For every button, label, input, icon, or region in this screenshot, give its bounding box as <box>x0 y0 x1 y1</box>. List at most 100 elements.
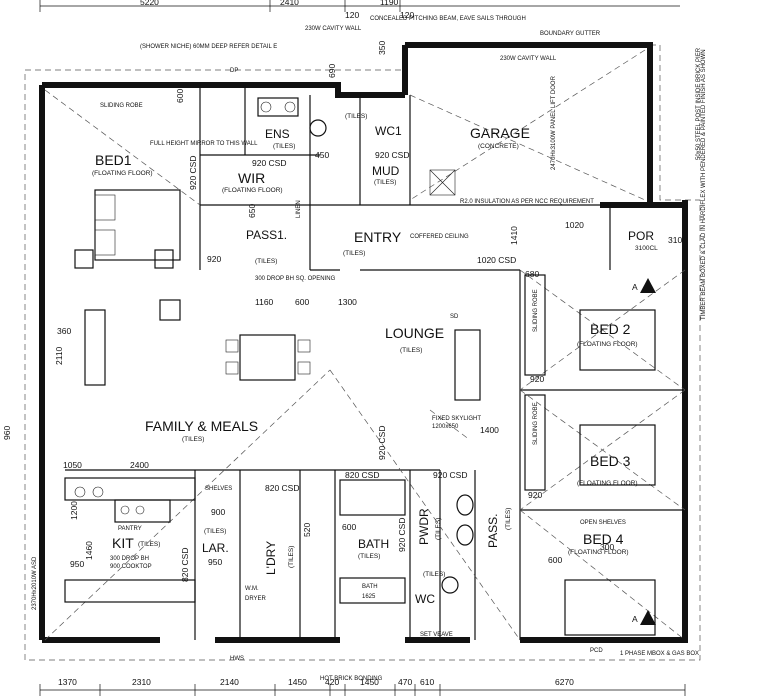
dim-300: 300 <box>600 542 614 552</box>
dim-1160: 1160 <box>255 297 274 307</box>
dim-680: 680 <box>525 269 539 279</box>
room-wir-sub: (FLOATING FLOOR) <box>222 187 283 194</box>
room-pass1: PASS1. <box>246 228 287 242</box>
room-mud-sub: (TILES) <box>374 179 396 186</box>
dim-600a: 600 <box>175 89 185 103</box>
bottom-dimensions: 1370 2310 2140 1450 420 1450 470 610 627… <box>39 677 686 696</box>
bath-tub-size: 1625 <box>362 594 376 600</box>
skylight-label: FIXED SKYLIGHT <box>432 416 481 422</box>
room-bed2: BED 2 <box>590 321 631 337</box>
note-coffered: COFFERED CEILING <box>410 234 469 240</box>
section-marker-a-bottom <box>640 610 656 625</box>
family-furniture <box>84 299 481 401</box>
top-dimensions: 5220 2410 120 1190 120 <box>39 0 680 20</box>
sliding-robe-bed3: SLIDING ROBE <box>533 402 539 445</box>
room-ldry: L'DRY <box>264 541 278 575</box>
dim-950a: 950 <box>70 559 84 569</box>
note-cooktop: 900 COOKTOP <box>110 564 152 570</box>
dim-bottom-9: 6270 <box>555 677 574 687</box>
room-ldry-sub: (TILES) <box>288 546 295 568</box>
dim-950b: 950 <box>208 557 222 567</box>
ceiling-lines <box>44 49 686 641</box>
bath-fixtures <box>257 97 474 604</box>
dim-top-4: 1190 <box>380 0 399 7</box>
dim-920csd-c: 920 CSD <box>188 156 198 191</box>
dim-920c: 920 <box>528 490 542 500</box>
note-hot-brick: HOT BRICK BONDING <box>320 676 383 682</box>
room-wc2-sub: (TILES) <box>423 571 445 578</box>
room-family: FAMILY & MEALS <box>145 418 258 434</box>
dim-600b: 600 <box>295 297 309 307</box>
open-shelves-label: OPEN SHELVES <box>580 520 626 526</box>
dim-310: 310 <box>668 235 682 245</box>
room-bed1: BED1 <box>95 152 132 168</box>
room-ens: ENS <box>265 127 290 141</box>
dim-920b: 920 <box>530 374 544 384</box>
dim-600d: 600 <box>548 555 562 565</box>
section-label-a2: A <box>632 614 638 624</box>
dim-520: 520 <box>302 523 312 537</box>
note-steel-post: 50x50 STEEL POST INSIDE BRICK PIER <box>696 47 702 160</box>
garage-car-outline <box>429 169 456 196</box>
dim-top-2: 2410 <box>280 0 299 7</box>
note-hws: HWS <box>230 656 244 662</box>
dim-1400: 1400 <box>480 425 499 435</box>
skylight-size: 1200x650 <box>432 424 459 430</box>
room-entry: ENTRY <box>354 229 402 245</box>
pcd-label: PCD <box>590 648 603 654</box>
sliding-robe-bed2: SLIDING ROBE <box>533 289 539 332</box>
section-marker-a-top <box>640 278 656 293</box>
eave-line <box>24 44 701 661</box>
sliding-robe-bed1: SLIDING ROBE <box>100 103 143 109</box>
room-garage: GARAGE <box>470 125 530 141</box>
dim-920a: 920 <box>207 254 221 264</box>
room-bed4-sub: (FLOATING FLOOR) <box>568 549 629 556</box>
dim-1300: 1300 <box>338 297 357 307</box>
dim-top-1: 5220 <box>140 0 159 7</box>
dim-1460: 1460 <box>84 541 94 560</box>
bedroom-furniture <box>524 274 656 636</box>
dim-360: 360 <box>57 326 71 336</box>
dim-bottom-3: 2140 <box>220 677 239 687</box>
section-label-a: A <box>632 282 638 292</box>
room-bed3-sub: (FLOATING FLOOR) <box>577 480 638 487</box>
dim-1410: 1410 <box>509 226 519 245</box>
room-ens-sub: (TILES) <box>273 143 295 150</box>
dryer-label: DRYER <box>245 596 267 602</box>
mbox-label: 1 PHASE MBOX & GAS BOX <box>620 651 699 657</box>
kitchen-fixtures <box>64 477 196 603</box>
dim-960: 960 <box>2 426 12 440</box>
dim-920csd-d: 920 CSD <box>377 426 387 461</box>
room-entry-sub: (TILES) <box>343 250 365 257</box>
room-lar-sub: (TILES) <box>204 528 226 535</box>
bed1-furniture <box>74 189 181 269</box>
dim-350: 350 <box>377 41 387 55</box>
room-bed4: BED 4 <box>583 531 624 547</box>
dim-2110: 2110 <box>54 346 64 365</box>
dim-920csd-b: 920 CSD <box>375 150 410 160</box>
shelves-label: SHELVES <box>205 486 232 492</box>
note-cavity-garage: 230W CAVITY WALL <box>500 56 557 62</box>
dim-bottom-7: 470 <box>398 677 412 687</box>
room-pass2-sub: (TILES) <box>505 508 512 530</box>
dim-820csd-b: 820 CSD <box>180 548 190 583</box>
room-kit: KIT <box>112 535 134 551</box>
room-mud: MUD <box>372 164 400 178</box>
note-panel-door: 2470Hx3100W PANEL LIFT DOOR <box>551 75 557 170</box>
fixture-labels: SLIDING ROBE SLIDING ROBE SLIDING ROBE O… <box>100 103 699 657</box>
note-shower-niche: (SHOWER NICHE) 60MM DEEP REFER DETAIL E <box>140 44 277 50</box>
inner-dimensions: 600 690 350 920 CSD 920 CSD 920 CSD 920 … <box>2 41 682 610</box>
dim-920csd-e: 920 CSD <box>433 470 468 480</box>
pantry-label: PANTRY <box>118 526 142 532</box>
dim-window: 2370Hx2010W ASD <box>32 556 38 610</box>
note-insulation: R2.0 INSULATION AS PER NCC REQUIREMENT <box>460 199 594 205</box>
dim-820csd-a: 820 CSD <box>265 483 300 493</box>
note-set-ve: SET VEAVE <box>420 632 453 638</box>
dim-650: 650 <box>247 204 257 218</box>
room-wir: WIR <box>238 170 265 186</box>
room-labels: BED1 (FLOATING FLOOR) WIR (FLOATING FLOO… <box>92 113 658 606</box>
dim-bottom-2: 2310 <box>132 677 151 687</box>
room-pwdr: PWDR <box>417 508 431 545</box>
room-bath: BATH <box>358 537 389 551</box>
